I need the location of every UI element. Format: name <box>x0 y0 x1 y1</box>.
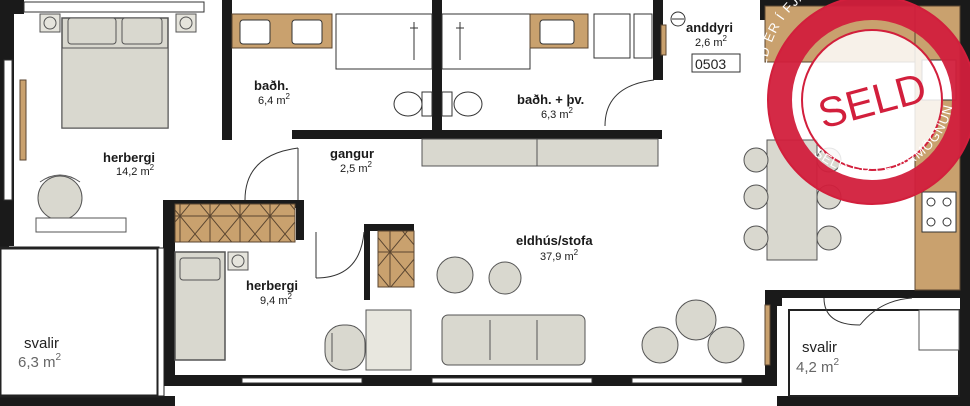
label-herbergi-1: herbergi 14,2 m2 <box>103 150 155 178</box>
door-swings <box>244 79 913 326</box>
chair-bedroom2 <box>324 324 366 371</box>
svg-text:6,3 m2: 6,3 m2 <box>541 106 574 121</box>
svg-text:14,2 m2: 14,2 m2 <box>116 163 155 178</box>
lounge-chairs <box>436 256 745 364</box>
wood-strips <box>19 24 771 366</box>
label-anddyri: anddyri 2,6 m2 <box>686 20 733 49</box>
svg-text:eldhús/stofa: eldhús/stofa <box>516 233 593 248</box>
left-balcony-frame <box>0 246 165 398</box>
bathroom1-fixtures <box>231 13 433 117</box>
sofa <box>441 314 586 366</box>
windows <box>3 1 743 384</box>
label-badh: baðh. 6,4 m2 <box>254 78 291 107</box>
stove-icon <box>921 191 957 233</box>
unit-number-box <box>691 53 741 73</box>
desk-bedroom1 <box>35 217 127 233</box>
hall-cabinet <box>421 138 659 167</box>
svg-text:baðh.: baðh. <box>254 78 289 93</box>
svg-text:svalir: svalir <box>802 339 837 356</box>
label-herbergi-2: herbergi 9,4 m2 <box>246 278 298 307</box>
svg-text:baðh. + þv.: baðh. + þv. <box>517 92 584 107</box>
wardrobe-hallway <box>174 203 296 243</box>
label-gangur: gangur 2,5 m2 <box>330 146 374 175</box>
single-bed <box>174 251 226 361</box>
nightstand-bedroom2 <box>227 251 249 271</box>
bathroom2-fixtures <box>441 13 653 117</box>
svg-text:anddyri: anddyri <box>686 20 733 35</box>
svg-text:gangur: gangur <box>330 146 374 161</box>
svg-text:4,2 m2: 4,2 m2 <box>796 357 840 376</box>
label-badh-thv: baðh. + þv. 6,3 m2 <box>517 92 584 121</box>
wardrobe-bedroom2 <box>377 230 415 288</box>
svg-text:2,5 m2: 2,5 m2 <box>340 160 373 175</box>
svg-text:6,3 m2: 6,3 m2 <box>18 352 62 371</box>
double-bed <box>61 17 169 129</box>
svg-text:2,6 m2: 2,6 m2 <box>695 34 728 49</box>
lamp-icon <box>231 254 245 268</box>
svg-text:6,4 m2: 6,4 m2 <box>258 92 291 107</box>
svg-text:herbergi: herbergi <box>246 278 298 293</box>
armchair <box>37 174 83 221</box>
right-balcony-frame <box>788 309 960 397</box>
svg-text:herbergi: herbergi <box>103 150 155 165</box>
svg-text:svalir: svalir <box>24 335 59 352</box>
label-eldhus-stofa: eldhús/stofa 37,9 m2 <box>516 233 593 263</box>
desk-bedroom2 <box>365 309 412 371</box>
svg-text:9,4 m2: 9,4 m2 <box>260 292 293 307</box>
unit-number: 0503 <box>695 56 726 72</box>
nightstands <box>39 13 197 33</box>
label-svalir-2: svalir 4,2 m2 <box>796 339 840 376</box>
label-svalir-1: svalir 6,3 m2 <box>18 335 62 371</box>
svg-text:37,9 m2: 37,9 m2 <box>540 248 579 263</box>
